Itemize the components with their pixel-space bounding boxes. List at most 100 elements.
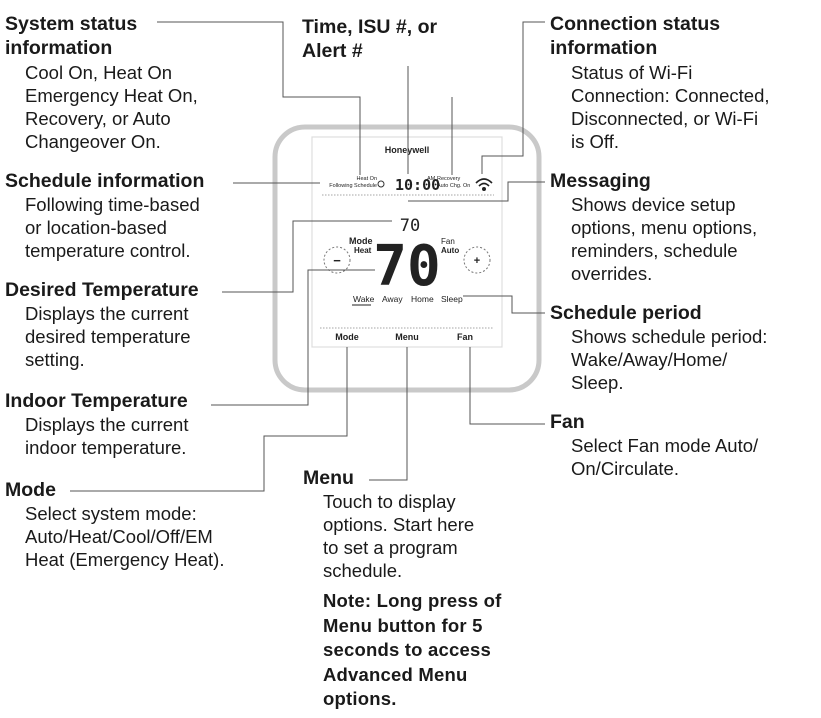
fan-title: Fan xyxy=(550,411,585,433)
brand-logo: Honeywell xyxy=(385,145,430,155)
menu-body-line: to set a program xyxy=(323,537,458,558)
wifi-icon xyxy=(475,178,493,192)
menu-note-line: Menu button for 5 xyxy=(323,614,483,636)
time-display: 10:00 xyxy=(395,176,440,194)
mode-body-line: Heat (Emergency Heat). xyxy=(25,549,225,570)
system-status-title-line1: System status xyxy=(5,13,138,35)
minus-icon: − xyxy=(333,253,341,268)
schedule-period-body-line: Shows schedule period: xyxy=(571,326,768,347)
connection-body: Status of Wi-Fi Connection: Connected, D… xyxy=(571,61,770,153)
schedule-info-body-line: or location-based xyxy=(25,217,167,238)
fan-body-line: Select Fan mode Auto/ xyxy=(571,435,759,456)
connection-title: Connection status information xyxy=(550,12,720,60)
system-status-body-line: Cool On, Heat On xyxy=(25,62,173,83)
schedule-period-body-line: Wake/Away/Home/ xyxy=(571,349,728,370)
status-following-schedule: Following Schedule xyxy=(329,183,377,189)
connection-body-line: Status of Wi-Fi xyxy=(571,62,693,83)
desired-temp-body-line: desired temperature xyxy=(25,326,191,347)
fan-body-line: On/Circulate. xyxy=(571,458,679,479)
leader-connection xyxy=(481,21,545,174)
desired-temperature-display: 70 xyxy=(373,234,440,299)
period-home: Home xyxy=(411,294,434,304)
desired-temp-body-line: setting. xyxy=(25,349,85,370)
messaging-body-line: overrides. xyxy=(571,263,653,284)
connection-body-line: Disconnected, or Wi-Fi xyxy=(571,108,759,129)
leader-system-status xyxy=(157,21,361,175)
menu-body-line: options. Start here xyxy=(323,514,475,535)
mode-title: Mode xyxy=(5,479,56,501)
status-auto-changeover: Auto Chg. On xyxy=(437,183,470,189)
leader-fan xyxy=(469,347,545,425)
schedule-period-body: Shows schedule period: Wake/Away/Home/ S… xyxy=(571,325,767,394)
menu-body-line: Touch to display xyxy=(323,491,456,512)
messaging-body-line: reminders, schedule xyxy=(571,240,738,261)
connection-title-line1: Connection status xyxy=(550,13,721,35)
mode-body-line: Select system mode: xyxy=(25,503,197,524)
leader-indoor-temp xyxy=(211,269,375,406)
messaging-body: Shows device setup options, menu options… xyxy=(571,193,757,285)
menu-note-line: seconds to access xyxy=(323,639,491,660)
indoor-temp-body: Displays the current indoor temperature. xyxy=(25,413,188,459)
fan-body: Select Fan mode Auto/ On/Circulate. xyxy=(571,434,758,480)
indoor-temp-body-line: Displays the current xyxy=(25,414,189,435)
fan-button[interactable]: Fan xyxy=(457,332,473,342)
schedule-period-body-line: Sleep. xyxy=(571,372,624,393)
system-status-body-line: Recovery, or Auto xyxy=(25,108,171,129)
connection-title-line2: information xyxy=(550,37,658,59)
desired-temp-title: Desired Temperature xyxy=(5,279,199,301)
messaging-title: Messaging xyxy=(550,170,651,192)
system-status-title: System status information xyxy=(5,12,137,60)
mode-body: Select system mode: Auto/Heat/Cool/Off/E… xyxy=(25,502,224,571)
leader-lines xyxy=(70,21,545,492)
time-isu-title-line1: Time, ISU #, or xyxy=(302,16,438,38)
menu-note-line: Advanced Menu xyxy=(323,663,468,685)
messaging-body-line: Shows device setup xyxy=(571,194,736,215)
mode-button[interactable]: Mode xyxy=(335,332,359,342)
menu-note: Note: Long press of Menu button for 5 se… xyxy=(323,589,502,712)
system-status-body: Cool On, Heat On Emergency Heat On, Reco… xyxy=(25,61,198,153)
status-heat-on: Heat On xyxy=(357,176,377,182)
desired-temp-body: Displays the current desired temperature… xyxy=(25,302,191,371)
desired-temp-body-line: Displays the current xyxy=(25,303,189,324)
time-isu-title: Time, ISU #, or Alert # xyxy=(302,15,437,63)
menu-body: Touch to display options. Start here to … xyxy=(323,490,474,582)
indoor-temp-body-line: indoor temperature. xyxy=(25,437,187,458)
system-status-title-line2: information xyxy=(5,37,113,59)
leader-desired-temp xyxy=(222,220,392,293)
period-away: Away xyxy=(382,294,403,304)
mode-value: Heat xyxy=(354,246,372,255)
period-wake: Wake xyxy=(353,294,375,304)
schedule-period-title: Schedule period xyxy=(550,302,702,324)
indoor-temperature-display: 70 xyxy=(400,216,420,236)
system-status-body-line: Emergency Heat On, xyxy=(25,85,198,106)
connection-body-line: Connection: Connected, xyxy=(571,85,770,106)
increase-button[interactable] xyxy=(463,246,491,274)
schedule-info-body-line: Following time-based xyxy=(25,194,200,215)
time-isu-title-line2: Alert # xyxy=(302,40,363,62)
leader-messaging xyxy=(408,181,545,202)
schedule-info-body-line: temperature control. xyxy=(25,240,191,261)
schedule-clock-icon xyxy=(377,180,385,188)
leader-menu xyxy=(369,347,408,481)
menu-button[interactable]: Menu xyxy=(395,332,419,342)
time-am: AM xyxy=(427,176,436,182)
status-recovery: Recovery xyxy=(437,176,460,182)
indoor-temp-title: Indoor Temperature xyxy=(5,390,188,412)
system-status-body-line: Changeover On. xyxy=(25,131,161,152)
fan-value: Auto xyxy=(441,246,459,255)
leader-mode xyxy=(70,347,348,492)
menu-title: Menu xyxy=(303,467,354,489)
messaging-body-line: options, menu options, xyxy=(571,217,758,238)
leader-schedule-period xyxy=(463,295,545,314)
decrease-button[interactable] xyxy=(323,246,351,274)
period-sleep: Sleep xyxy=(441,294,463,304)
mode-label: Mode xyxy=(349,236,373,246)
schedule-info-title: Schedule information xyxy=(5,170,205,192)
plus-icon: + xyxy=(474,255,480,267)
connection-body-line: is Off. xyxy=(571,131,619,152)
mode-body-line: Auto/Heat/Cool/Off/EM xyxy=(25,526,213,547)
schedule-info-body: Following time-based or location-based t… xyxy=(25,193,200,262)
menu-body-line: schedule. xyxy=(323,560,403,581)
menu-note-line: Note: Long press of xyxy=(323,590,502,611)
